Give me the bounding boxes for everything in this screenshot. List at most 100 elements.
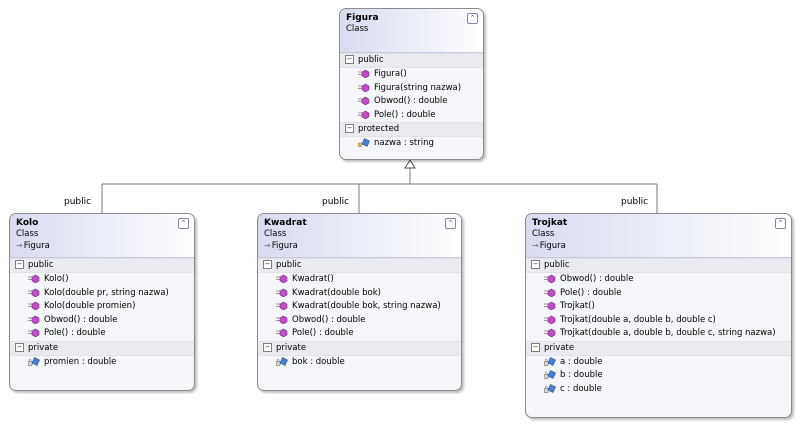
- member-row[interactable]: Obwod() : double: [258, 314, 461, 328]
- member-row[interactable]: Trojkat(double a, double b, double c): [526, 314, 791, 328]
- class-figura[interactable]: Figura Class ⌃ −public Figura() Figura(s…: [339, 8, 484, 160]
- section-header-private[interactable]: −private: [258, 340, 461, 356]
- class-name: Trojkat: [532, 218, 568, 228]
- member-row[interactable]: Pole() : double: [526, 287, 791, 301]
- collapse-section-icon[interactable]: −: [263, 342, 272, 352]
- member-row[interactable]: Trojkat(): [526, 300, 791, 314]
- member-row[interactable]: Pole() : double: [340, 109, 483, 123]
- class-trojkat[interactable]: Trojkat Class ⇾Figura ⌃ −public Obwod() …: [525, 213, 792, 418]
- section-header-public[interactable]: −public: [258, 258, 461, 273]
- class-kolo[interactable]: Kolo Class ⇾Figura ⌃ −public Kolo() Kolo…: [9, 213, 195, 391]
- member-row[interactable]: Pole() : double: [258, 327, 461, 341]
- section-header-public[interactable]: −public: [526, 258, 791, 273]
- base-class-name: Figura: [271, 241, 298, 251]
- section-label: public: [28, 260, 54, 270]
- class-name: Figura: [346, 13, 379, 23]
- method-icon: [28, 274, 40, 283]
- member-label: Pole() : double: [292, 328, 354, 338]
- collapse-section-icon[interactable]: −: [15, 260, 24, 269]
- private-field-icon: [544, 370, 556, 379]
- section-label: public: [544, 260, 570, 270]
- method-icon: [544, 301, 556, 310]
- private-field-icon: [28, 356, 40, 366]
- private-field-icon: [544, 356, 556, 366]
- collapse-icon[interactable]: ⌃: [178, 218, 189, 229]
- member-label: Obwod() : double: [292, 314, 366, 325]
- member-row[interactable]: Kwadrat(double bok): [258, 287, 461, 301]
- private-field-icon: [544, 383, 556, 393]
- member-label: bok : double: [292, 356, 345, 367]
- section-header-public[interactable]: −public: [10, 258, 194, 273]
- member-row[interactable]: Kolo(): [10, 273, 194, 287]
- member-row[interactable]: Obwod() : double: [340, 95, 483, 109]
- member-label: Figura(): [374, 69, 407, 79]
- member-label: Obwod() : double: [374, 96, 448, 106]
- collapse-section-icon[interactable]: −: [531, 342, 540, 352]
- section-header-private[interactable]: −private: [526, 340, 791, 356]
- member-row[interactable]: bok : double: [258, 356, 461, 370]
- method-icon: [358, 69, 370, 78]
- member-row[interactable]: b : double: [526, 369, 791, 383]
- method-icon: [28, 315, 40, 324]
- member-label: Kolo(double pr, string nazwa): [44, 287, 169, 298]
- member-row[interactable]: nazwa : string: [340, 137, 483, 151]
- member-row[interactable]: Pole() : double: [10, 327, 194, 341]
- member-label: Obwod() : double: [560, 274, 634, 284]
- member-row[interactable]: Kwadrat(): [258, 273, 461, 287]
- section-label: private: [276, 342, 307, 353]
- class-name: Kwadrat: [264, 218, 307, 228]
- member-label: Kwadrat(double bok, string nazwa): [292, 301, 441, 311]
- method-icon: [28, 301, 40, 310]
- class-type: Class: [264, 229, 287, 239]
- base-class: ⇾Figura: [264, 240, 455, 252]
- inherits-arrow-icon: ⇾: [532, 241, 539, 250]
- member-row[interactable]: a : double: [526, 356, 791, 370]
- member-label: a : double: [560, 356, 603, 367]
- section-header-protected[interactable]: −protected: [340, 122, 483, 137]
- member-row[interactable]: Kolo(double pr, string nazwa): [10, 287, 194, 301]
- section-header-public[interactable]: −public: [340, 53, 483, 68]
- collapse-icon[interactable]: ⌃: [775, 218, 786, 229]
- member-row[interactable]: Obwod() : double: [526, 273, 791, 287]
- member-label: Obwod() : double: [44, 314, 118, 325]
- class-kwadrat[interactable]: Kwadrat Class ⇾Figura ⌃ −public Kwadrat(…: [257, 213, 462, 391]
- member-row[interactable]: c : double: [526, 383, 791, 397]
- member-label: Trojkat(double a, double b, double c, st…: [560, 328, 776, 338]
- section-label: private: [28, 342, 59, 353]
- member-label: Trojkat(double a, double b, double c): [560, 314, 716, 325]
- class-header: Kolo Class ⇾Figura ⌃: [10, 214, 194, 258]
- method-icon: [28, 288, 40, 297]
- collapse-section-icon[interactable]: −: [345, 55, 354, 64]
- class-type: Class: [16, 229, 39, 239]
- base-class-name: Figura: [539, 241, 566, 251]
- member-row[interactable]: Trojkat(double a, double b, double c, st…: [526, 327, 791, 341]
- member-row[interactable]: Figura(string nazwa): [340, 82, 483, 96]
- collapse-section-icon[interactable]: −: [531, 260, 540, 269]
- member-label: Kwadrat(double bok): [292, 287, 381, 298]
- method-icon: [358, 83, 370, 92]
- class-name: Kolo: [16, 218, 39, 228]
- member-row[interactable]: promien : double: [10, 356, 194, 370]
- section-header-private[interactable]: −private: [10, 340, 194, 356]
- member-row[interactable]: Kwadrat(double bok, string nazwa): [258, 300, 461, 314]
- member-row[interactable]: Kolo(double promien): [10, 300, 194, 314]
- collapse-section-icon[interactable]: −: [263, 260, 272, 269]
- collapse-section-icon[interactable]: −: [15, 342, 24, 352]
- member-label: Pole() : double: [560, 287, 622, 298]
- base-class-name: Figura: [23, 241, 50, 251]
- method-icon: [358, 96, 370, 105]
- member-label: b : double: [560, 370, 603, 380]
- collapse-icon[interactable]: ⌃: [467, 13, 478, 24]
- member-row[interactable]: Figura(): [340, 68, 483, 82]
- private-field-icon: [276, 356, 288, 366]
- section-label: public: [358, 55, 384, 65]
- method-icon: [544, 288, 556, 297]
- collapse-icon[interactable]: ⌃: [445, 218, 456, 229]
- collapse-section-icon[interactable]: −: [345, 124, 354, 133]
- member-label: Kolo(): [44, 274, 69, 284]
- kwadrat-inheritance-label: public: [322, 197, 350, 207]
- class-header: Kwadrat Class ⇾Figura ⌃: [258, 214, 461, 258]
- member-row[interactable]: Obwod() : double: [10, 314, 194, 328]
- member-label: nazwa : string: [374, 138, 434, 148]
